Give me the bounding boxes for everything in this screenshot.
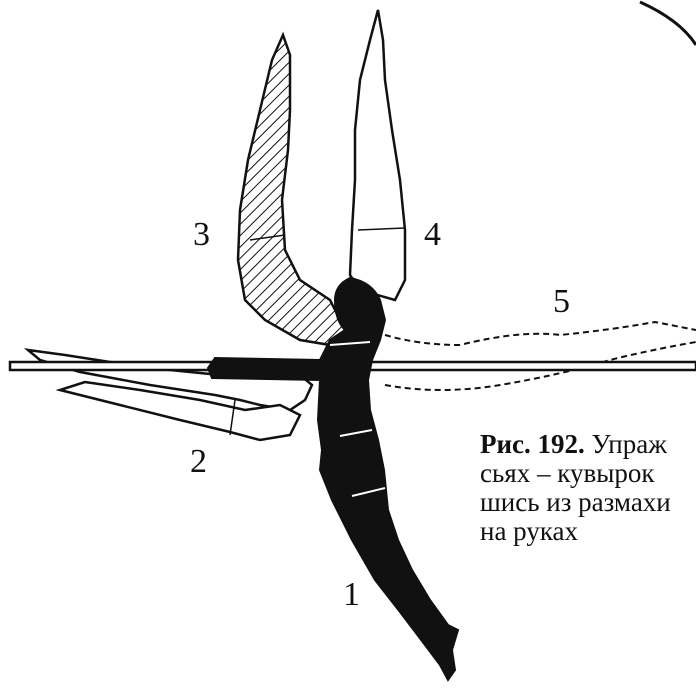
figure-position-4	[350, 10, 405, 300]
label-3: 3	[193, 216, 210, 253]
label-4: 4	[424, 216, 441, 253]
label-1: 1	[343, 576, 360, 613]
figure-caption: Рис. 192. Упраж сьях – кувырок шись из р…	[480, 430, 696, 546]
figure-number: Рис. 192.	[480, 429, 585, 459]
caption-line-3: шись из размахи	[480, 488, 696, 517]
figure-position-5	[385, 322, 696, 390]
caption-line-1: Рис. 192. Упраж	[480, 430, 696, 459]
figure-position-3	[238, 35, 345, 345]
caption-line-1-rest: Упраж	[592, 429, 667, 459]
label-2: 2	[190, 443, 207, 480]
caption-line-4: на руках	[480, 517, 696, 546]
corner-arc	[640, 2, 696, 45]
label-5: 5	[553, 283, 570, 320]
caption-line-2: сьях – кувырок	[480, 459, 696, 488]
figure-position-1	[208, 278, 458, 680]
